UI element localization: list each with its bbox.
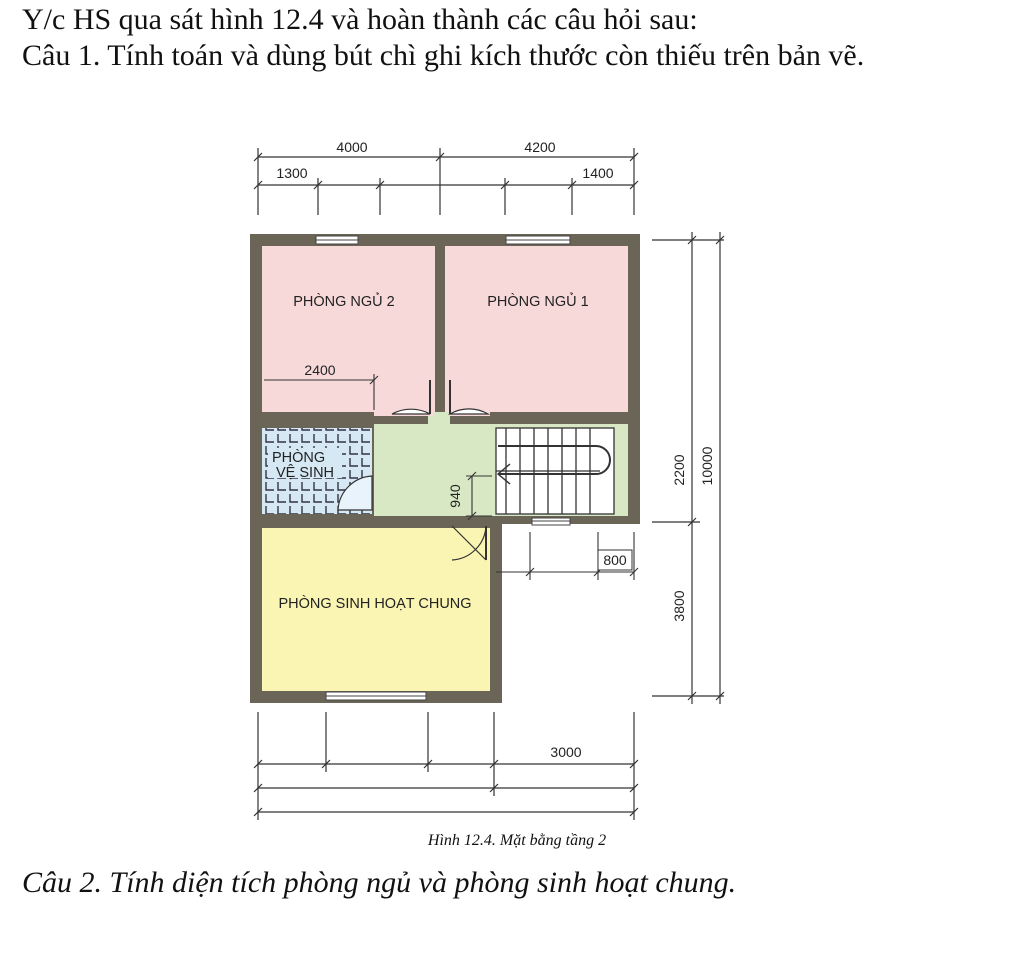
bedroom-2-dimension [264,374,379,410]
intro-text: Y/c HS qua sát hình 12.4 và hoàn thành c… [22,2,1012,74]
top-dimension-lines [253,148,639,215]
dim-stair-offset: 800 [603,552,627,568]
windows [315,235,571,701]
room-label-living-room: PHÒNG SINH HOẠT CHUNG [278,595,471,612]
question-2: Câu 2. Tính diện tích phòng ngủ và phòng… [22,866,737,899]
dim-top-left-sub: 1300 [276,165,307,181]
dim-top-right: 4200 [524,139,555,155]
question-1: Câu 1. Tính toán và dùng bút chì ghi kíc… [22,39,865,72]
landing-dimension [466,471,492,521]
figure-caption: Hình 12.4. Mặt bằng tầng 2 [427,832,607,849]
room-fills [250,234,640,703]
bottom-dimension-lines [253,712,639,820]
dim-bedroom-2-width: 2400 [304,362,335,378]
instruction-line: Y/c HS qua sát hình 12.4 và hoàn thành c… [22,3,698,36]
dim-right-total: 10000 [699,446,715,485]
room-label-bathroom-2: VỆ SINH [276,464,334,481]
living-room-area [262,528,490,691]
dim-top-right-sub: 1400 [582,165,613,181]
room-label-bedroom-1: PHÒNG NGỦ 1 [487,292,589,310]
staircase [495,427,615,515]
right-dimension-lines [652,232,725,704]
room-label-bathroom-1: PHÒNG [272,449,325,466]
dim-bottom-right: 3000 [550,744,581,760]
room-label-bedroom-2: PHÒNG NGỦ 2 [293,292,395,310]
doors [337,380,491,561]
bedroom-1-area [445,246,628,412]
dim-landing: 940 [447,484,463,508]
dim-top-left: 4000 [336,139,367,155]
dim-right-lower: 3800 [671,590,687,621]
dim-right-upper: 2200 [671,454,687,485]
bedroom-2-area [262,246,435,412]
